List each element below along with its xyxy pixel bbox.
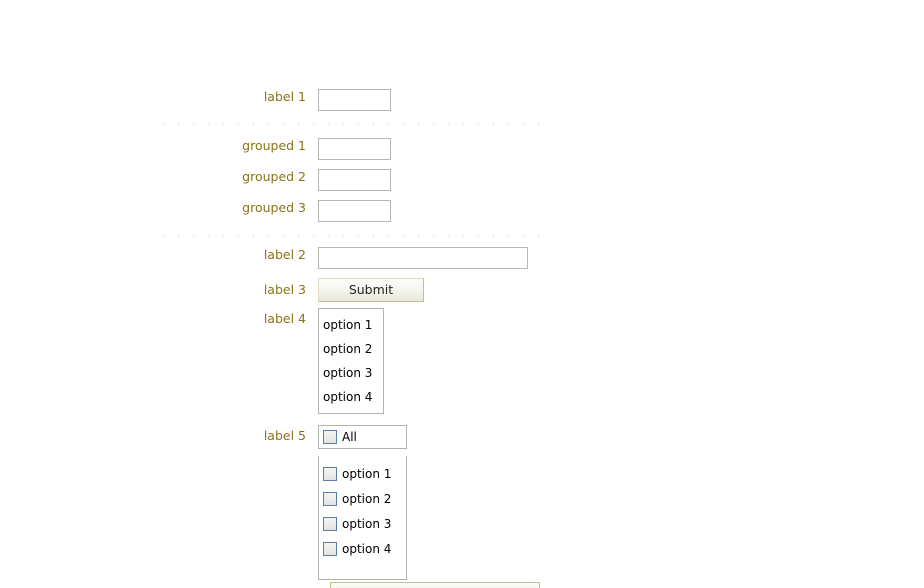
form-row-label-2: label 2 bbox=[0, 247, 924, 269]
form-row-label-5: label 5 All option 1 option 2 bbox=[0, 425, 924, 580]
form-row-grouped-1: grouped 1 bbox=[0, 138, 924, 160]
form-row-grouped-3: grouped 3 bbox=[0, 200, 924, 222]
submit-button[interactable]: Submit bbox=[318, 278, 424, 302]
field-label-4: option 1 option 2 option 3 option 4 bbox=[318, 308, 384, 414]
checkbox-item[interactable]: option 1 bbox=[319, 461, 406, 486]
grouped-3-input[interactable] bbox=[318, 200, 391, 222]
listbox-option[interactable]: option 1 bbox=[323, 318, 373, 332]
label-label-3: label 3 bbox=[263, 282, 306, 297]
separator-dotted-2 bbox=[156, 235, 540, 236]
label-grouped-1: grouped 1 bbox=[242, 138, 306, 153]
checkbox-all-box-icon[interactable] bbox=[323, 430, 337, 444]
listbox-option[interactable]: option 4 bbox=[323, 390, 373, 404]
label-grouped-2: grouped 2 bbox=[242, 169, 306, 184]
label-label-2: label 2 bbox=[263, 247, 306, 262]
checkbox-box-icon[interactable] bbox=[323, 541, 337, 556]
checkbox-item[interactable]: option 4 bbox=[319, 536, 406, 561]
field-grouped-3 bbox=[318, 200, 391, 222]
grouped-2-input[interactable] bbox=[318, 169, 391, 191]
listbox-option[interactable]: option 2 bbox=[323, 342, 373, 356]
form-row-grouped-2: grouped 2 bbox=[0, 169, 924, 191]
checkbox-options-list: option 1 option 2 option 3 option 4 bbox=[318, 456, 407, 580]
grouped-1-input[interactable] bbox=[318, 138, 391, 160]
checkbox-item[interactable]: option 3 bbox=[319, 511, 406, 536]
listbox-option[interactable]: option 3 bbox=[323, 366, 373, 380]
checkbox-all-row[interactable]: All bbox=[318, 425, 407, 449]
form-row-label-1: label 1 bbox=[0, 89, 924, 111]
bottom-partial-control[interactable] bbox=[330, 582, 540, 588]
checkbox-item-label: option 1 bbox=[342, 466, 392, 481]
checkbox-box-icon[interactable] bbox=[323, 466, 337, 481]
options-listbox[interactable]: option 1 option 2 option 3 option 4 bbox=[318, 308, 384, 414]
field-label-3: Submit bbox=[318, 278, 424, 302]
checkbox-all-label: All bbox=[342, 430, 357, 444]
label-label-1: label 1 bbox=[263, 89, 306, 104]
label-grouped-3: grouped 3 bbox=[242, 200, 306, 215]
field-label-2 bbox=[318, 247, 528, 269]
checkbox-item-label: option 3 bbox=[342, 516, 392, 531]
field-grouped-2 bbox=[318, 169, 391, 191]
label-label-4: label 4 bbox=[263, 311, 306, 326]
form-row-label-3: label 3 Submit bbox=[0, 278, 924, 302]
field-grouped-1 bbox=[318, 138, 391, 160]
checkbox-item-label: option 2 bbox=[342, 491, 392, 506]
form-row-label-4: label 4 option 1 option 2 option 3 optio… bbox=[0, 308, 924, 414]
label-1-input[interactable] bbox=[318, 89, 391, 111]
label-2-input[interactable] bbox=[318, 247, 528, 269]
checkbox-item-label: option 4 bbox=[342, 541, 392, 556]
checkbox-box-icon[interactable] bbox=[323, 516, 337, 531]
checkbox-item[interactable]: option 2 bbox=[319, 486, 406, 511]
checkbox-box-icon[interactable] bbox=[323, 491, 337, 506]
label-label-5: label 5 bbox=[263, 428, 306, 443]
field-label-1 bbox=[318, 89, 391, 111]
separator-dotted-1 bbox=[156, 124, 540, 125]
field-label-5: All option 1 option 2 option 3 bbox=[318, 425, 407, 580]
checkbox-group: All option 1 option 2 option 3 bbox=[318, 425, 407, 580]
